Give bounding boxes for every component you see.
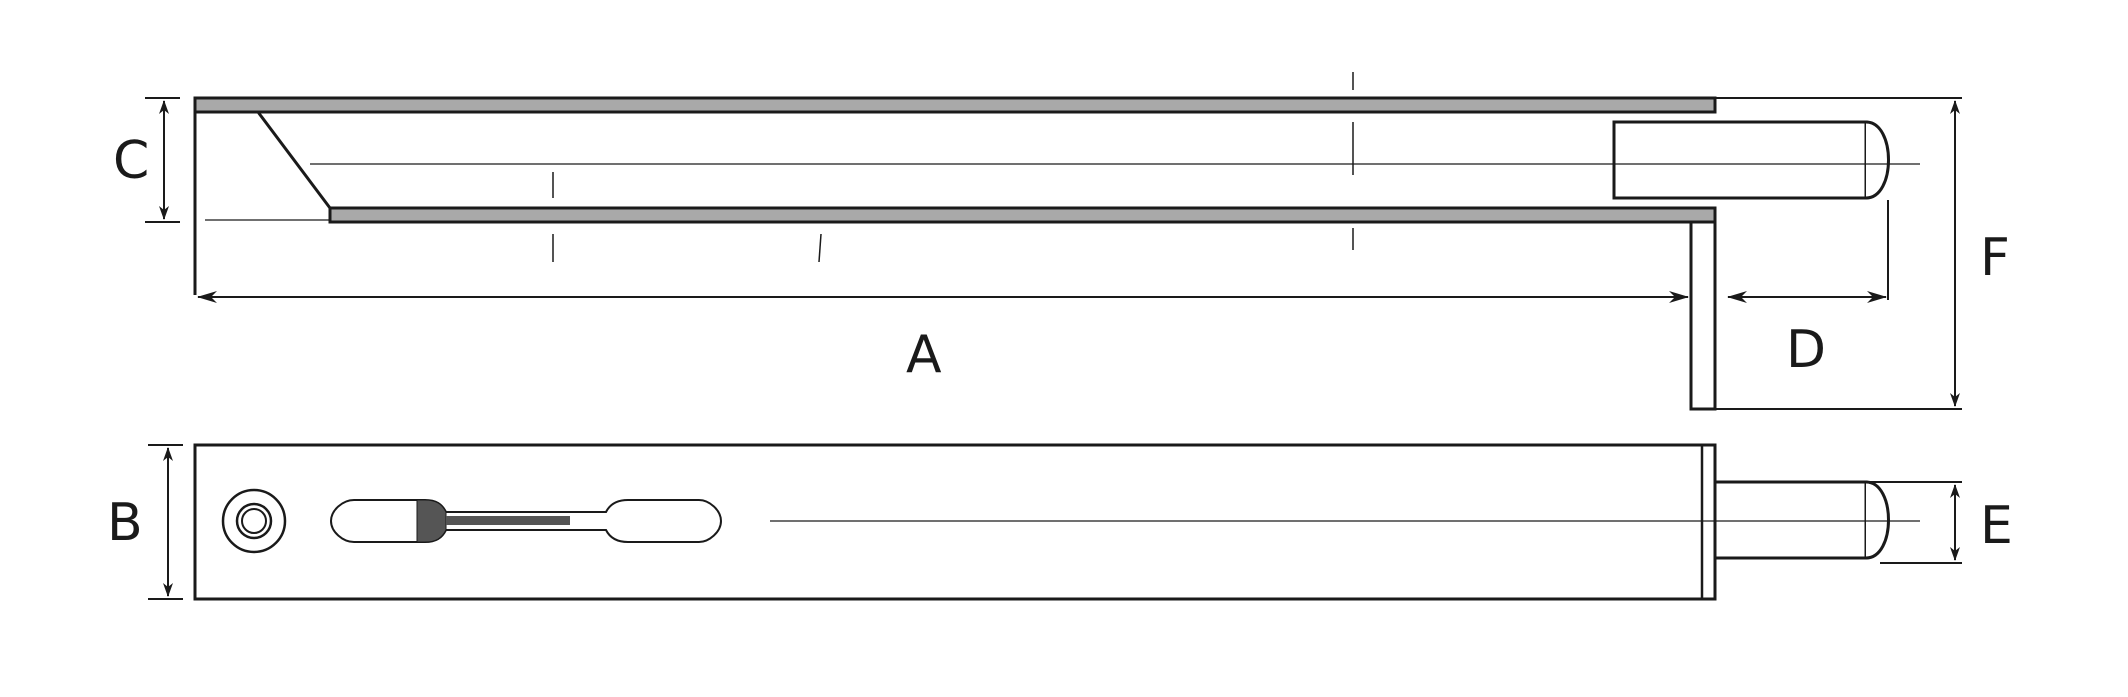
bolt-body-side: [1612, 120, 1868, 200]
top-view: [193, 443, 1920, 601]
hole-mark-2: [818, 233, 822, 263]
dim-label-e: E: [1980, 496, 2013, 556]
side-view: [193, 72, 1920, 411]
dim-label-f: F: [1980, 228, 2010, 288]
top-plate: [193, 96, 1717, 114]
handle-shaft: [446, 516, 570, 525]
bolt-tip-top: [1865, 480, 1890, 560]
bottom-plate: [328, 206, 1717, 224]
bolt-body-top: [1713, 480, 1868, 560]
top-view-dimensions: [148, 444, 1962, 600]
dim-label-d: D: [1786, 320, 1826, 380]
bevel-line: [256, 111, 332, 209]
screw-hole-middle: [235, 502, 273, 540]
dim-label-b: B: [107, 493, 143, 553]
screw-hole-outer: [221, 488, 287, 554]
dim-label-c: C: [113, 131, 149, 191]
bolt-tip-side: [1865, 120, 1890, 200]
screw-hole-inner: [241, 508, 267, 534]
side-view-dimensions: [145, 97, 1962, 410]
handle-knob: [416, 499, 447, 543]
dim-label-a: A: [906, 325, 942, 385]
keeper-flange: [1689, 220, 1717, 411]
